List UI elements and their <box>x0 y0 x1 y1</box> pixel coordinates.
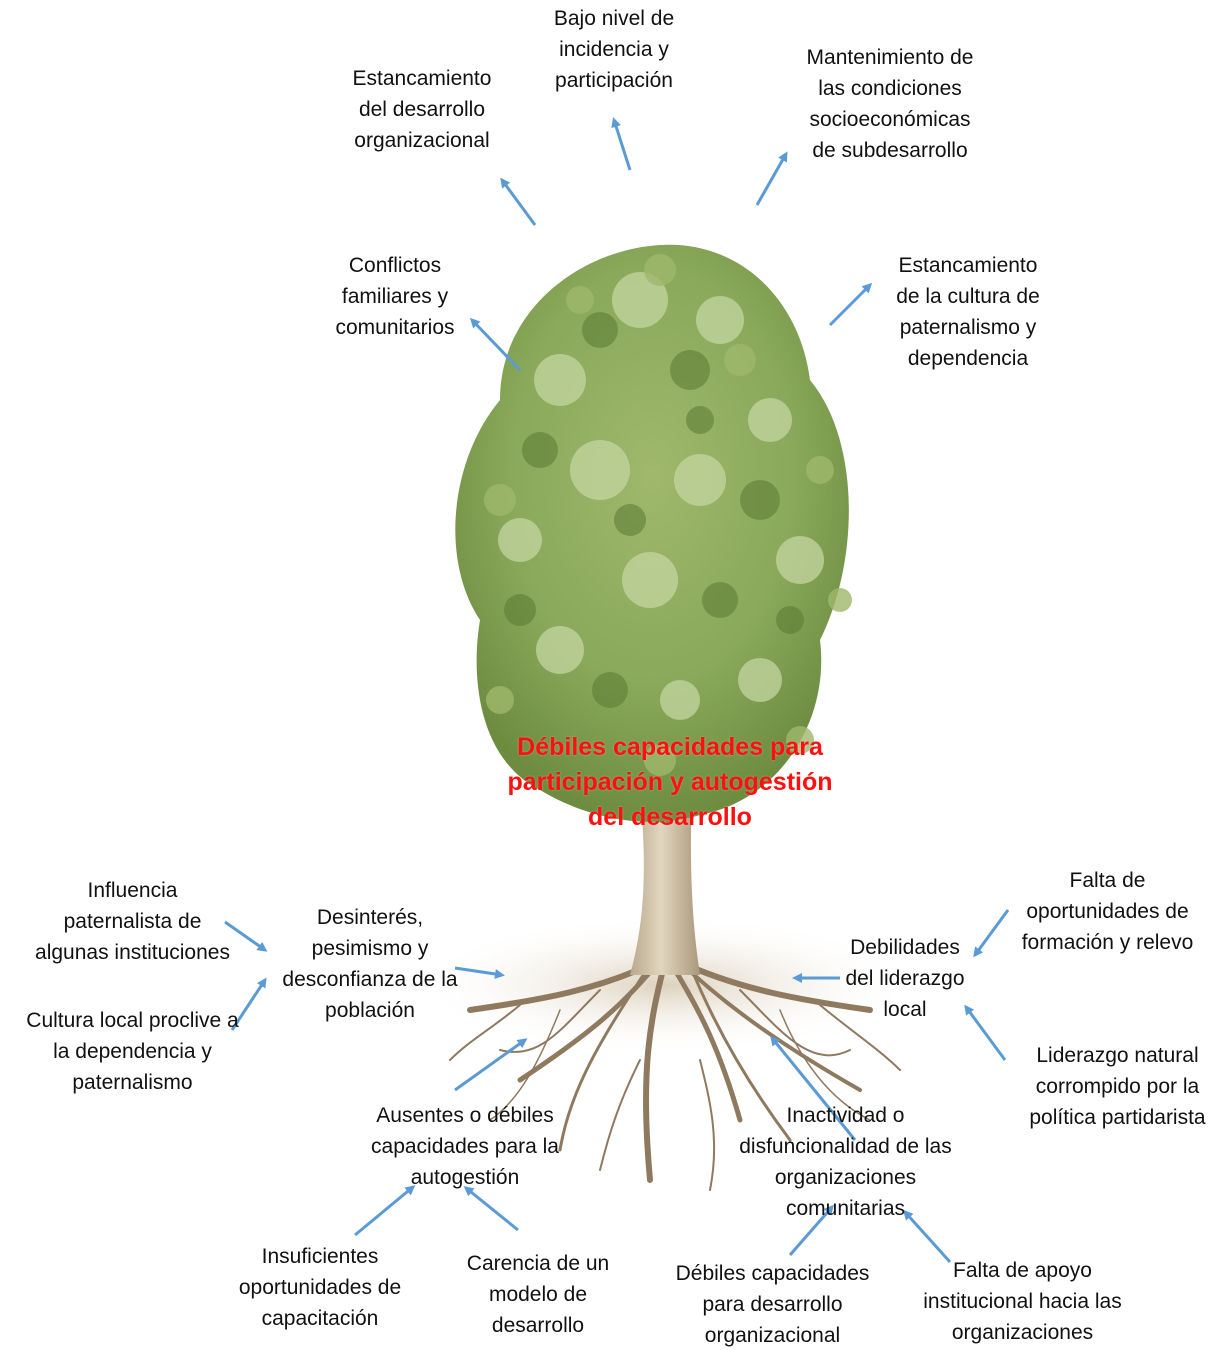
cause-falta-apoyo: Falta de apoyo institucional hacia las o… <box>923 1259 1122 1344</box>
cause-desinteres: Desinterés, pesimismo y desconfianza de … <box>282 906 458 1022</box>
cause-ausentes: Ausentes o débiles capacidades para la a… <box>371 1104 559 1189</box>
arrow-icon <box>902 1209 952 1264</box>
effect-conflictos: Conflictos familiares y comunitarios <box>335 254 455 339</box>
arrow-icon <box>463 1186 519 1232</box>
arrow-icon <box>224 920 268 952</box>
arrow-icon <box>500 177 537 226</box>
roots <box>449 957 901 1191</box>
arrow-icon <box>611 117 632 171</box>
effect-estancamiento-cultura: Estancamiento de la cultura de paternali… <box>896 254 1040 370</box>
cause-debilidades-liderazgo: Debilidades del liderazgo local <box>845 936 965 1021</box>
arrow-icon <box>230 977 267 1031</box>
canopy <box>455 244 852 822</box>
arrow-icon <box>469 317 522 372</box>
arrow-icon <box>964 1004 1007 1061</box>
effect-estancamiento-organizacional: Estancamiento del desarrollo organizacio… <box>352 67 492 152</box>
arrow-icon <box>454 966 505 979</box>
cause-influencia: Influencia paternalista de algunas insti… <box>35 879 230 964</box>
cause-debiles-capacidades-org: Débiles capacidades para desarrollo orga… <box>675 1262 870 1347</box>
effect-mantenimiento: Mantenimiento de las condiciones socioec… <box>806 46 974 162</box>
cause-insuficientes: Insuficientes oportunidades de capacitac… <box>238 1245 402 1330</box>
arrow-icon <box>828 282 873 327</box>
arrow-icon <box>770 1035 857 1141</box>
cause-carencia: Carencia de un modelo de desarrollo <box>466 1252 610 1337</box>
cause-liderazgo-natural: Liderazgo natural corrompido por la polí… <box>1029 1044 1206 1129</box>
cause-inactividad: Inactividad o disfuncionalidad de las or… <box>739 1104 952 1220</box>
arrow-icon <box>973 909 1010 958</box>
arrow-icon <box>788 1204 834 1256</box>
cause-falta-oportunidades: Falta de oportunidades de formación y re… <box>1021 869 1194 954</box>
arrow-icon <box>354 1185 416 1237</box>
arrow-icon <box>454 1038 528 1092</box>
arrow-icon <box>755 151 788 206</box>
trunk <box>630 790 700 975</box>
ground-shadow <box>410 915 920 1055</box>
effect-bajo-nivel: Bajo nivel de incidencia y participación <box>553 7 675 92</box>
cause-cultura-local: Cultura local proclive a la dependencia … <box>26 1009 239 1094</box>
central-problem: Débiles capacidades para participación y… <box>507 733 833 831</box>
